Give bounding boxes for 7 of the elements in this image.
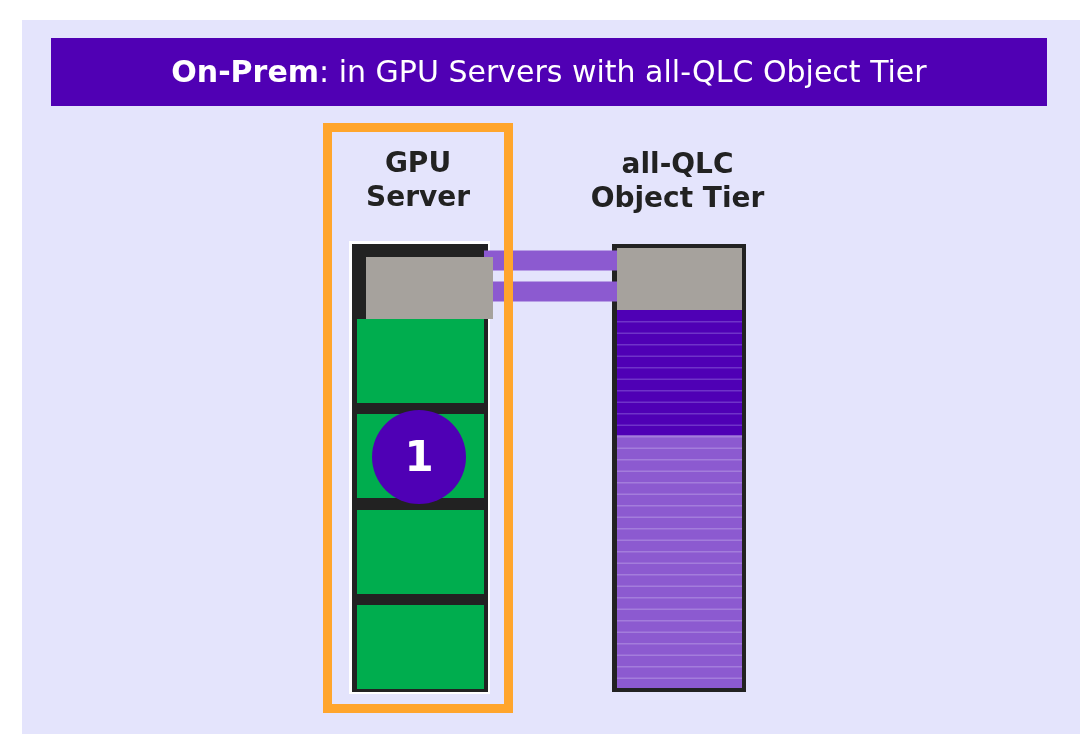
connector-line [484, 250, 617, 271]
network-unit [617, 248, 742, 310]
highlight-frame [323, 123, 513, 713]
network-unit [366, 257, 493, 319]
rack-heading: all-QLC Object Tier [589, 147, 766, 215]
rack-heading: GPU Server [365, 146, 471, 214]
title-bar: On-Prem: in GPU Servers with all-QLC Object Tier [51, 38, 1047, 106]
